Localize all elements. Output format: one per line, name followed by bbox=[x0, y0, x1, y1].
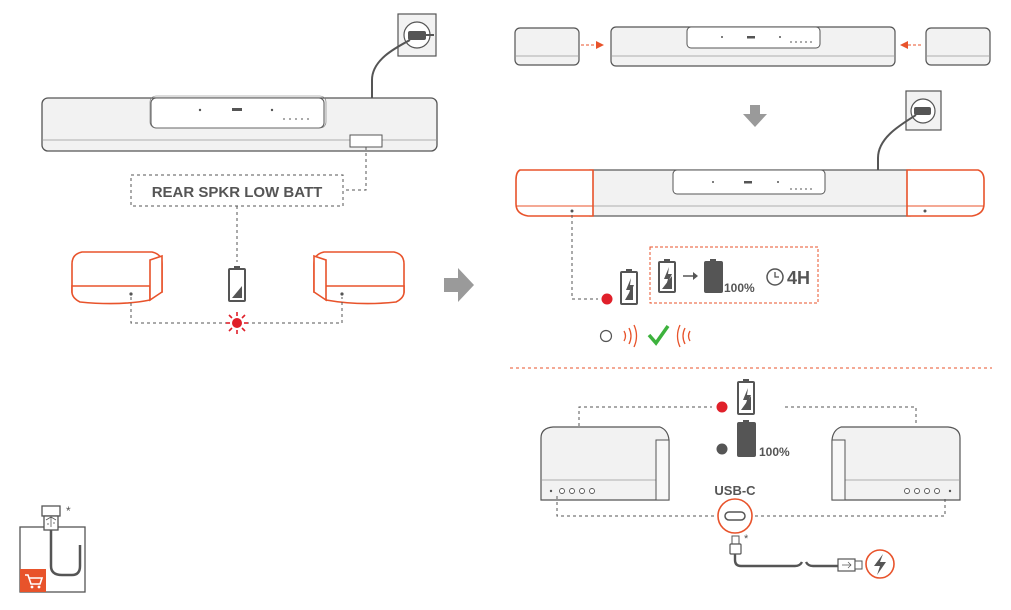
rear-speaker-left-usb bbox=[540, 426, 670, 501]
blinking-light-icon bbox=[226, 312, 248, 334]
status-message-text: REAR SPKR LOW BATT bbox=[152, 184, 323, 201]
rear-speaker-left bbox=[71, 251, 163, 305]
charge-indicator-line bbox=[571, 215, 598, 300]
usb-plug-icon bbox=[729, 535, 742, 555]
usb-port-link-line bbox=[556, 496, 946, 517]
usb-c-port-icon bbox=[717, 498, 753, 534]
shopping-cart-icon bbox=[20, 569, 46, 592]
detached-speaker-right bbox=[925, 27, 991, 66]
battery-charging-icon bbox=[620, 269, 638, 305]
soundbar bbox=[41, 95, 438, 152]
led-gray-icon bbox=[716, 443, 728, 455]
footnote-marker: * bbox=[66, 504, 71, 518]
charge-full-percent-2: 100% bbox=[759, 445, 790, 459]
arrow-down-icon bbox=[743, 105, 767, 127]
power-cable bbox=[877, 114, 917, 172]
power-outlet-icon bbox=[397, 13, 437, 57]
arrow-right-icon bbox=[444, 268, 474, 302]
sound-waves-icon bbox=[623, 324, 638, 348]
footnote-marker-2: * bbox=[744, 533, 749, 545]
usb-cable bbox=[733, 554, 838, 568]
battery-charging-icon bbox=[737, 379, 755, 415]
charge-full-percent: 100% bbox=[724, 281, 755, 295]
checkmark-icon bbox=[647, 324, 670, 346]
usb-accessory-icon: * bbox=[19, 504, 86, 593]
power-outlet-icon bbox=[905, 90, 942, 131]
battery-full-icon bbox=[737, 420, 756, 457]
sound-waves-icon bbox=[676, 324, 691, 348]
battery-full-icon bbox=[704, 259, 723, 293]
power-cable bbox=[371, 39, 411, 100]
usb-plug-icon bbox=[837, 558, 863, 572]
status-message-box bbox=[130, 174, 344, 207]
clock-icon bbox=[766, 268, 784, 286]
assembled-soundbar bbox=[515, 169, 985, 217]
status-link-line bbox=[578, 406, 917, 426]
detached-speaker-left bbox=[514, 27, 580, 66]
speaker-link-line bbox=[130, 297, 343, 324]
display-callout-line bbox=[344, 147, 367, 191]
charge-time-box bbox=[649, 246, 819, 304]
soundbar-center-unit bbox=[610, 26, 896, 67]
lightning-icon bbox=[865, 549, 895, 579]
charge-time: 4H bbox=[787, 268, 810, 288]
arrow-right-small-icon bbox=[683, 272, 698, 280]
battery-low-icon bbox=[228, 266, 246, 302]
led-off-icon bbox=[599, 329, 613, 343]
battery-charging-icon bbox=[658, 259, 676, 293]
usb-port-label: USB-C bbox=[714, 483, 756, 498]
led-red-icon bbox=[716, 401, 728, 413]
rear-speaker-right bbox=[313, 251, 405, 305]
led-red-icon bbox=[601, 293, 613, 305]
rear-speaker-right-usb bbox=[831, 426, 961, 501]
